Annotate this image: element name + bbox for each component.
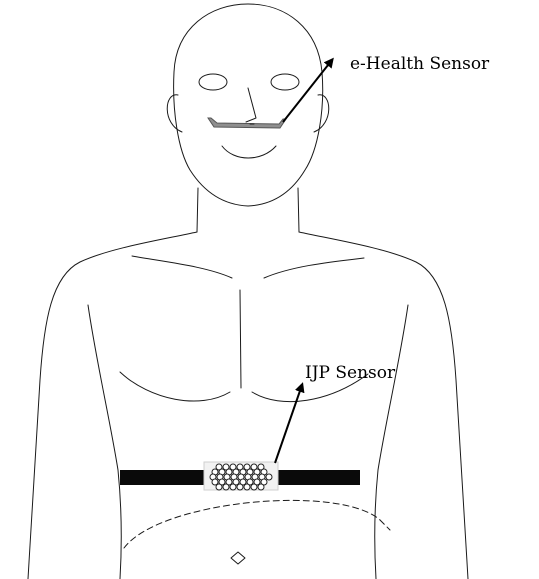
left-eye	[199, 74, 227, 90]
sternum-line	[240, 290, 241, 388]
waistline-dashed	[124, 500, 380, 548]
nasal-cannula-sensor-icon	[208, 118, 286, 128]
left-inner-arm	[88, 305, 121, 579]
ehealth-sensor-label: e-Health Sensor	[350, 54, 490, 74]
electrode-dot	[237, 484, 243, 490]
right-shoulder-arm	[299, 232, 468, 579]
mouth	[222, 146, 276, 158]
ijp-sensor-label: IJP Sensor	[305, 363, 396, 383]
electrode-dot	[251, 484, 257, 490]
left-collarbone	[132, 256, 232, 278]
electrode-dot	[266, 474, 272, 480]
ijp-sensor-arrow	[275, 385, 302, 463]
right-eye	[271, 74, 299, 90]
electrode-dots	[210, 464, 272, 490]
chest-belt	[120, 462, 360, 490]
electrode-dot	[216, 484, 222, 490]
electrode-dot	[223, 484, 229, 490]
neck-left	[197, 188, 198, 232]
head	[167, 4, 329, 206]
navel	[231, 552, 245, 564]
right-collarbone	[264, 258, 364, 278]
left-pectoral	[120, 372, 230, 401]
nose	[246, 88, 256, 122]
electrode-dot	[244, 484, 250, 490]
torso	[28, 232, 468, 579]
belt-right-strap	[278, 470, 360, 485]
head-outline	[174, 4, 323, 206]
right-inner-arm	[375, 305, 408, 579]
neck-right	[298, 188, 299, 232]
ehealth-sensor-arrow	[283, 60, 332, 122]
electrode-dot	[258, 484, 264, 490]
electrode-dot	[230, 484, 236, 490]
belt-left-strap	[120, 470, 204, 485]
waistline-dashed-right	[380, 520, 390, 530]
left-shoulder-arm	[28, 232, 197, 579]
